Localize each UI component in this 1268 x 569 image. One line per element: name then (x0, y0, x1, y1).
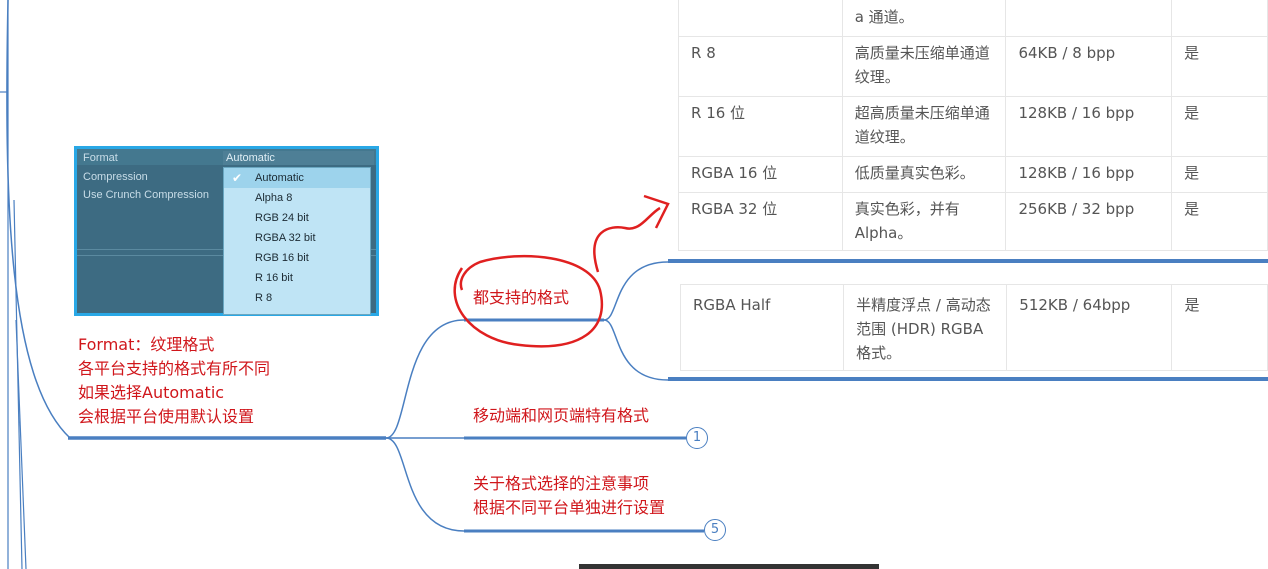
cell-format: RGBA Half (679, 284, 845, 371)
table-top-underline (668, 259, 1268, 263)
cell-format: R 16 位 (678, 96, 843, 157)
table-bottom-underline (668, 377, 1268, 381)
format-table-bottom: RGBA Half 半精度浮点 / 高动态范围 (HDR) RGBA 格式。 5… (679, 284, 1268, 371)
format-dropdown[interactable]: ✔ Automatic Alpha 8 RGB 24 bit RGBA 32 b… (223, 167, 371, 315)
option-label: Automatic (255, 172, 304, 184)
unity-format-panel: Format Compression Use Crunch Compressio… (74, 146, 379, 316)
cell-description: 真实色彩，并有 Alpha。 (841, 192, 1007, 251)
dropdown-option[interactable]: R 8 (255, 292, 273, 304)
branch-supported-formats[interactable]: 都支持的格式 (473, 288, 570, 307)
cell-format (678, 0, 843, 37)
branch-format-notes[interactable]: 关于格式选择的注意事项 根据不同平台单独进行设置 (473, 472, 665, 520)
collapsed-count-badge[interactable]: 5 (704, 519, 726, 541)
table-row: RGBA Half 半精度浮点 / 高动态范围 (HDR) RGBA 格式。 5… (679, 284, 1268, 371)
red-annotation-circle (453, 254, 603, 348)
dropdown-option[interactable]: RGB 16 bit (255, 252, 309, 264)
dropdown-option[interactable]: ✔ Automatic (224, 168, 370, 188)
red-annotation-arrow (593, 206, 661, 273)
cell-description: 低质量真实色彩。 (841, 156, 1007, 193)
cell-description: 高质量未压缩单通道纹理。 (841, 36, 1007, 97)
cell-support: 是 (1171, 96, 1268, 157)
table-row: R 16 位 超高质量未压缩单通道纹理。 128KB / 16 bpp 是 (678, 96, 1268, 157)
table-row: RGBA 16 位 低质量真实色彩。 128KB / 16 bpp 是 (678, 156, 1268, 193)
crunch-compression-label: Use Crunch Compression (83, 189, 209, 201)
cell-size: 512KB / 64bpp (1006, 284, 1173, 371)
cell-support: 是 (1171, 36, 1268, 97)
root-note-line: 会根据平台使用默认设置 (78, 407, 255, 426)
dropdown-option[interactable]: RGB 24 bit (255, 212, 309, 224)
compression-label: Compression (83, 171, 148, 183)
root-note[interactable]: Format：纹理格式 各平台支持的格式有所不同 如果选择Automatic 会… (78, 333, 270, 429)
root-note-line: Format：纹理格式 (78, 335, 215, 354)
dropdown-option[interactable]: R 16 bit (255, 272, 293, 284)
cell-support: 是 (1171, 192, 1268, 251)
cell-format: RGBA 32 位 (678, 192, 843, 251)
cell-description: 超高质量未压缩单通道纹理。 (841, 96, 1007, 157)
branch-notes-line: 关于格式选择的注意事项 (473, 474, 650, 493)
format-label: Format (83, 152, 118, 164)
table-row: R 8 高质量未压缩单通道纹理。 64KB / 8 bpp 是 (678, 36, 1268, 97)
cell-description: a 通道。 (841, 0, 1007, 37)
table-row: RGBA 32 位 真实色彩，并有 Alpha。 256KB / 32 bpp … (678, 192, 1268, 251)
format-table-top: a 通道。 R 8 高质量未压缩单通道纹理。 64KB / 8 bpp 是 R … (678, 0, 1268, 251)
cell-size: 64KB / 8 bpp (1005, 36, 1173, 97)
bottom-scrollbar[interactable] (579, 564, 879, 569)
cell-size: 128KB / 16 bpp (1005, 96, 1173, 157)
table-row: a 通道。 (678, 0, 1268, 37)
format-select[interactable]: Automatic (223, 151, 374, 165)
cell-support (1171, 0, 1268, 37)
cell-size (1005, 0, 1173, 37)
cell-support: 是 (1171, 284, 1268, 371)
cell-support: 是 (1171, 156, 1268, 193)
branch-mobile-web-formats[interactable]: 移动端和网页端特有格式 (473, 406, 650, 425)
root-note-line: 各平台支持的格式有所不同 (78, 359, 271, 378)
dropdown-option[interactable]: RGBA 32 bit (255, 232, 316, 244)
cell-format: RGBA 16 位 (678, 156, 843, 193)
branch-notes-line: 根据不同平台单独进行设置 (473, 498, 666, 517)
cell-format: R 8 (678, 36, 843, 97)
cell-size: 128KB / 16 bpp (1005, 156, 1173, 193)
root-note-line: 如果选择Automatic (78, 383, 225, 402)
collapsed-count-badge[interactable]: 1 (686, 427, 708, 449)
check-icon: ✔ (232, 171, 243, 185)
cell-description: 半精度浮点 / 高动态范围 (HDR) RGBA 格式。 (843, 284, 1008, 371)
dropdown-option[interactable]: Alpha 8 (255, 192, 293, 204)
cell-size: 256KB / 32 bpp (1005, 192, 1173, 251)
